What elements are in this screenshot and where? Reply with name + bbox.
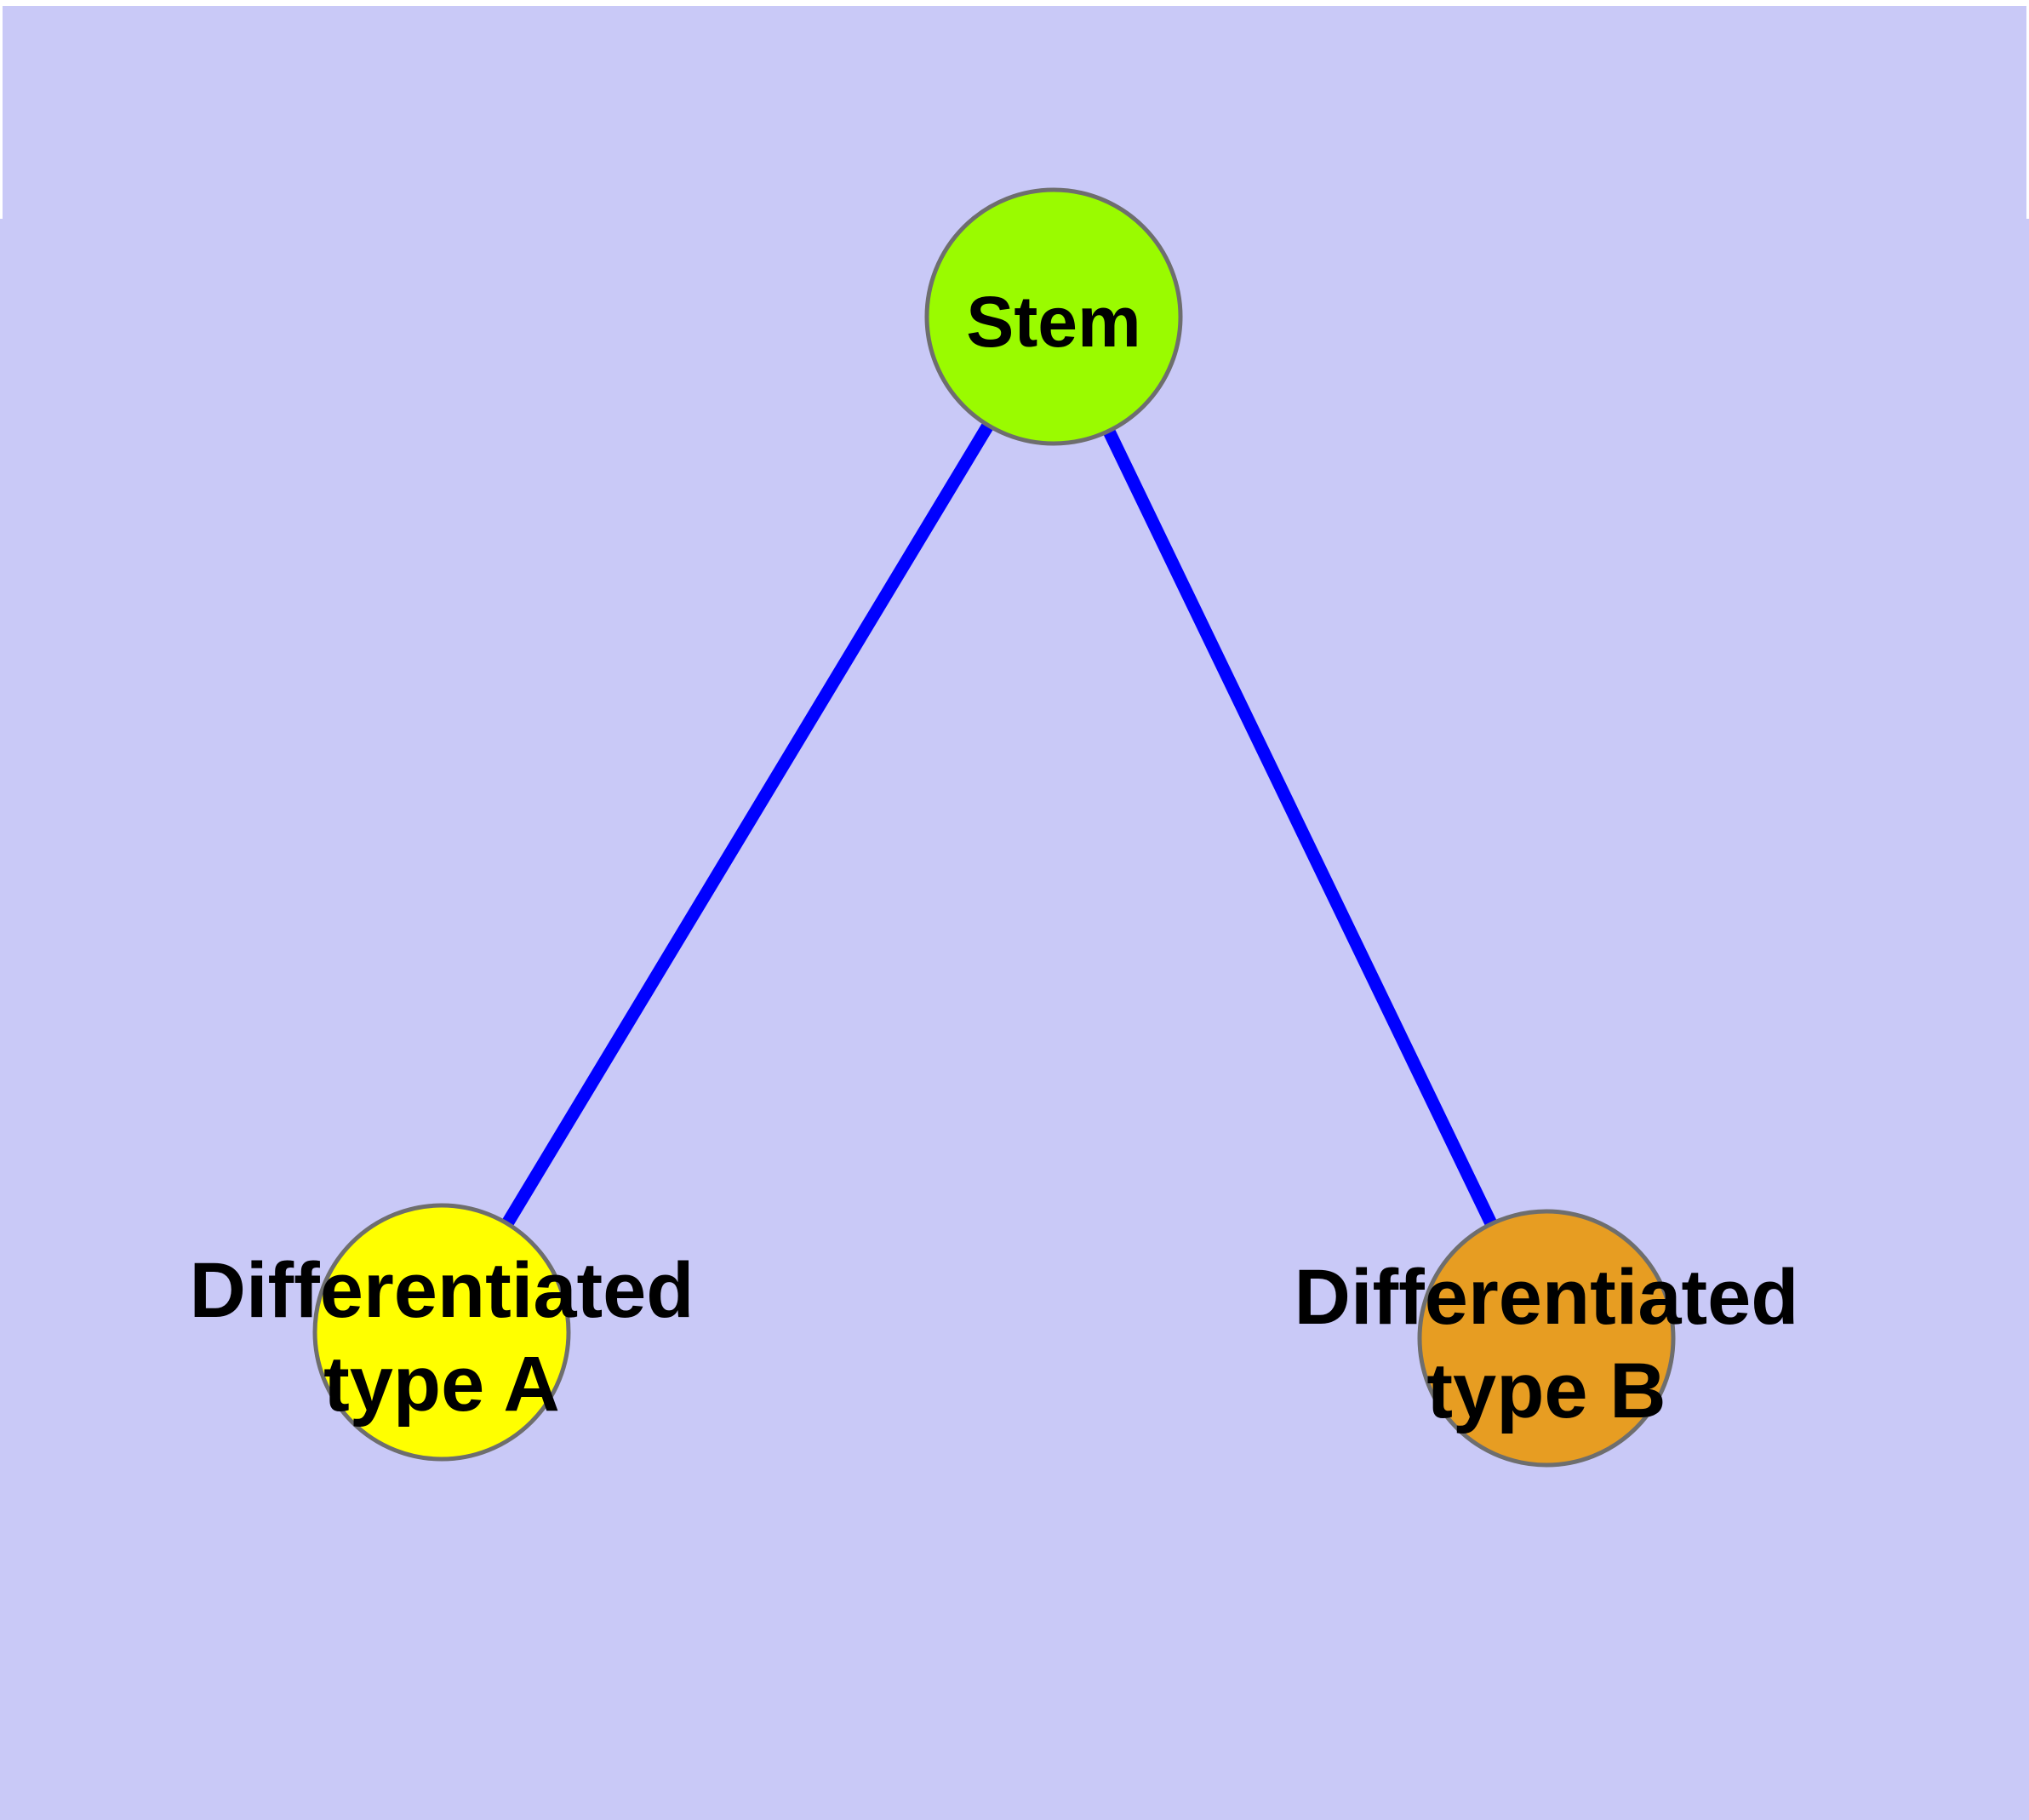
margin-notch-right: [2026, 6, 2029, 219]
margin-notch-left: [0, 6, 3, 219]
node-label-type-b-line2: type B: [1426, 1348, 1666, 1434]
node-differentiated-type-b: [1417, 1209, 1676, 1468]
node-label-type-a-line1: Differentiated: [190, 1247, 694, 1334]
edge-stem-to-type-a: [436, 313, 1060, 1336]
node-label-stem: Stem: [966, 282, 1140, 362]
node-stem: [924, 187, 1183, 446]
node-differentiated-type-a: [312, 1203, 571, 1462]
node-label-type-b-line1: Differentiated: [1295, 1254, 1799, 1341]
node-label-type-a-line2: type A: [323, 1341, 560, 1428]
edge-stem-to-type-b: [1048, 313, 1552, 1342]
